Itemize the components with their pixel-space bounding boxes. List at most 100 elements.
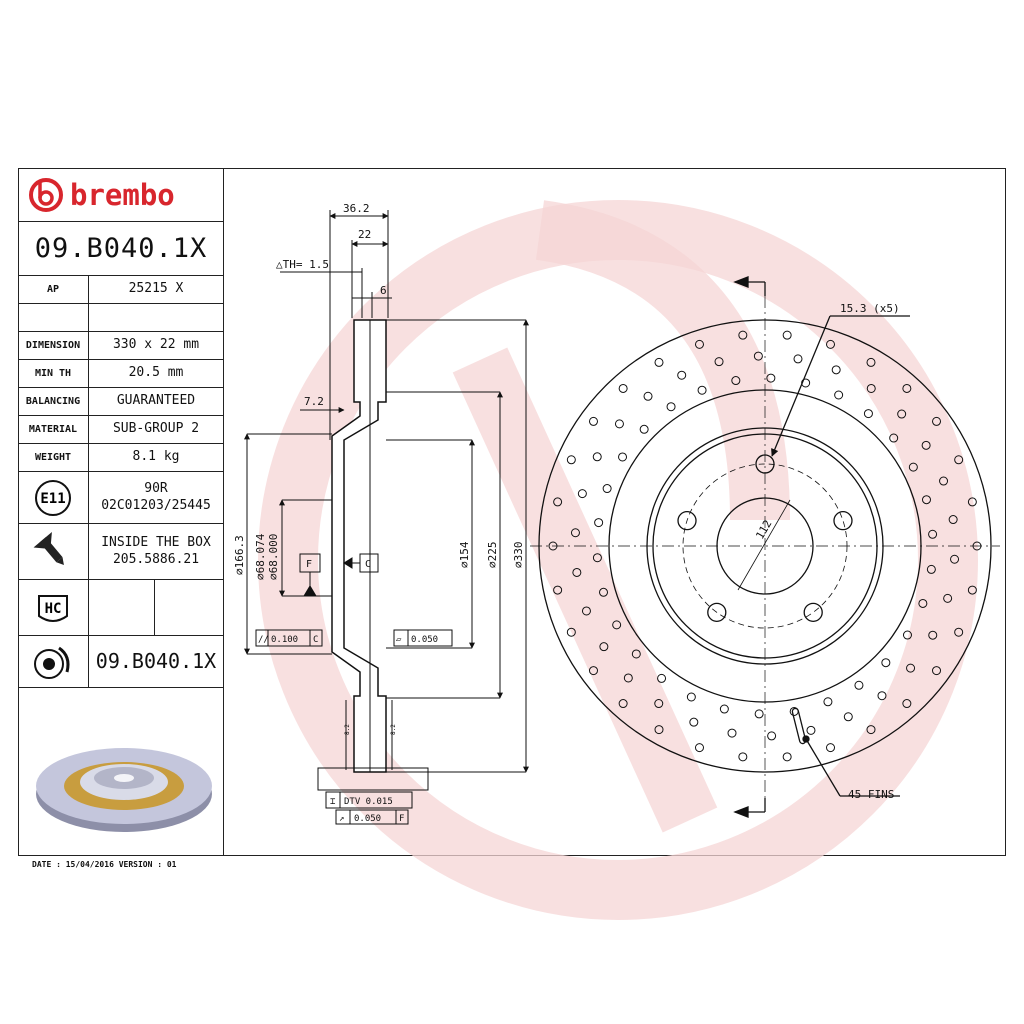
drill-hole: [599, 587, 609, 597]
dim-d330: ⌀330: [512, 542, 525, 569]
part-number: 09.B040.1X: [34, 233, 208, 264]
drill-hole: [766, 373, 776, 383]
drill-hole: [639, 424, 649, 434]
dim-d225: ⌀225: [486, 542, 499, 569]
drill-hole: [588, 416, 598, 426]
drill-hole: [572, 567, 582, 577]
drill-hole: [939, 476, 949, 486]
drill-hole: [921, 495, 931, 505]
drill-hole: [902, 699, 912, 709]
drill-hole: [592, 452, 602, 462]
spec-value-balancing: GUARANTEED: [116, 393, 196, 409]
drill-hole: [689, 717, 699, 727]
part-number-repeat: 09.B040.1X: [95, 649, 217, 673]
tol-flat: 0.050: [411, 635, 438, 645]
drill-hole: [843, 712, 853, 722]
drill-hole: [954, 627, 964, 637]
drill-hole: [677, 370, 687, 380]
svg-text:HC: HC: [45, 601, 62, 617]
drill-hole: [782, 752, 792, 762]
drill-hole: [753, 351, 763, 361]
inside-box-line2: 205.5886.21: [112, 551, 200, 567]
front-view-labels: 15.3 (x5) 112 45 FINS: [753, 302, 899, 801]
part-number-row: 09.B040.1X: [18, 222, 224, 276]
lug-hole: [707, 602, 727, 622]
drill-hole: [588, 666, 598, 676]
drill-hole: [666, 402, 676, 412]
drill-hole: [694, 743, 704, 753]
drill-hole: [553, 497, 563, 507]
spec-label-ap: AP: [18, 276, 89, 303]
spec-row-part-repeat: 09.B040.1X: [18, 636, 224, 688]
dim-seven-two: 7.2: [304, 395, 324, 408]
drill-hole: [654, 725, 664, 735]
drill-hole: [967, 497, 977, 507]
tol-parallel-ref: C: [313, 635, 318, 645]
drill-hole: [866, 725, 876, 735]
screw-icon-cell: [18, 524, 89, 579]
dim-d154: ⌀154: [458, 541, 471, 568]
homologation-line1: 90R: [144, 481, 168, 497]
drill-hole: [954, 455, 964, 465]
drill-hole: [889, 433, 899, 443]
spec-row-balancing: BALANCING GUARANTEED: [18, 388, 224, 416]
drill-hole: [714, 357, 724, 367]
drill-hole: [738, 330, 748, 340]
drill-hole: [643, 391, 653, 401]
drill-hole: [612, 620, 622, 630]
brand-name: brembo: [70, 178, 175, 212]
dim-d68b: ⌀68.000: [267, 534, 280, 580]
drill-hole: [731, 376, 741, 386]
screw-icon: [33, 531, 64, 565]
drill-hole: [727, 728, 737, 738]
hc-icon: HC: [38, 594, 68, 622]
drill-hole: [823, 697, 833, 707]
spec-panel: brembo 09.B040.1X AP 25215 X DIMENSION 3…: [18, 168, 224, 856]
front-view: [530, 276, 1000, 818]
drill-hole: [921, 440, 931, 450]
drill-hole: [943, 593, 953, 603]
drill-hole: [599, 642, 609, 652]
drill-hole: [926, 564, 936, 574]
spec-row-empty: [18, 304, 224, 332]
dim-d68a: ⌀68.074: [254, 533, 267, 580]
tol-runout: 0.050: [354, 814, 381, 824]
drill-hole: [972, 541, 982, 551]
spec-row-ap: AP 25215 X: [18, 276, 224, 304]
drill-hole: [826, 339, 836, 349]
drill-hole: [793, 354, 803, 364]
drill-hole: [570, 528, 580, 538]
spec-value-weight: 8.1 kg: [132, 449, 180, 465]
drill-hole: [902, 383, 912, 393]
pcd-label: 112: [753, 518, 774, 542]
drill-hole: [866, 383, 876, 393]
tol-parallel: 0.100: [271, 635, 298, 645]
e11-badge-icon: E11: [35, 479, 71, 516]
drill-hole: [623, 673, 633, 683]
holes-label: 15.3 (x5): [840, 302, 900, 315]
drill-hole: [854, 680, 864, 690]
drill-hole: [581, 606, 591, 616]
datum-c: C: [365, 559, 371, 570]
inside-box-values: INSIDE THE BOX 205.5886.21: [88, 524, 224, 579]
homologation-values: 90R 02C01203/25445: [88, 472, 224, 523]
section-dimension-labels: 36.2 22 △TH= 1.5 6 7.2 ⌀166.3 ⌀68.074 ⌀6…: [233, 202, 525, 824]
drill-hole: [694, 339, 704, 349]
spec-label-weight: WEIGHT: [18, 444, 89, 471]
drill-hole: [697, 385, 707, 395]
drill-hole: [881, 658, 891, 668]
homologation-line2: 02C01203/25445: [101, 497, 211, 513]
drill-hole: [577, 489, 587, 499]
drill-hole: [906, 663, 916, 673]
lug-hole: [803, 602, 823, 622]
spec-label-minth: MIN TH: [18, 360, 89, 387]
small-dim-a: 8.2: [344, 724, 351, 735]
drill-hole: [877, 691, 887, 701]
svg-text:E11: E11: [40, 491, 65, 507]
drill-hole: [908, 462, 918, 472]
drill-hole: [767, 731, 777, 741]
spec-value-minth: 20.5 mm: [128, 365, 184, 381]
spec-value-material: SUB-GROUP 2: [112, 421, 200, 437]
wear-sensor-icon: [34, 646, 70, 679]
drill-hole: [686, 692, 696, 702]
